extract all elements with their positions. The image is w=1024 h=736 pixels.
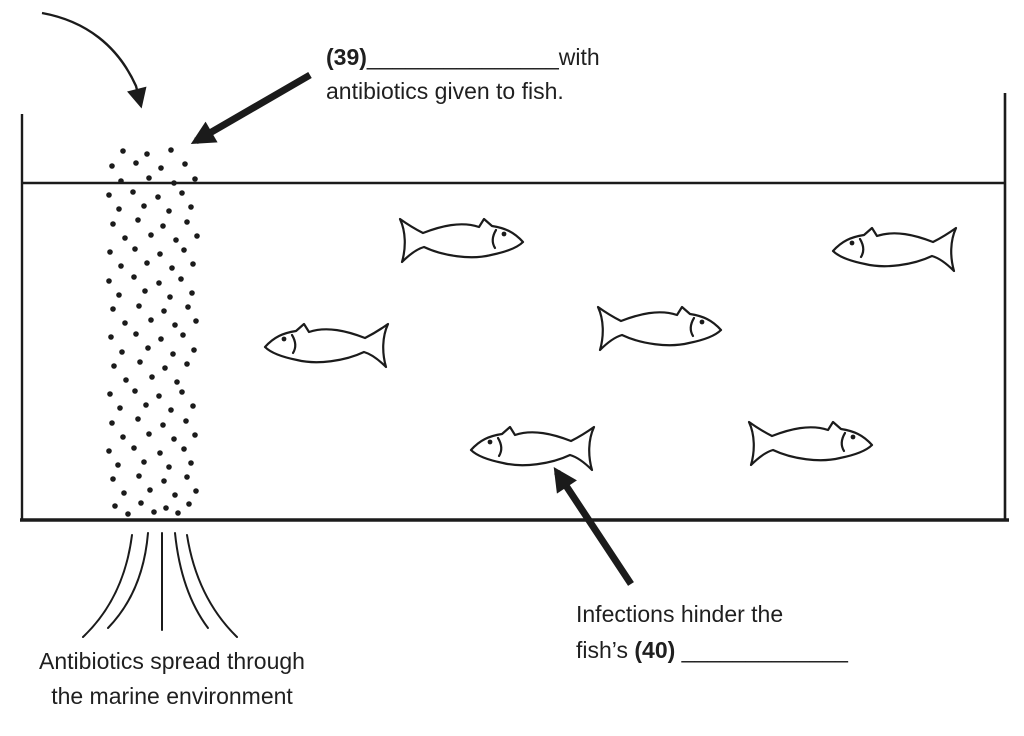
- label-39: (39)_______________with antibiotics give…: [326, 40, 600, 108]
- question-40-number: (40): [634, 637, 676, 663]
- question-39-suffix: with: [558, 44, 600, 70]
- question-39-blank: _______________: [366, 44, 559, 70]
- fish: [469, 425, 596, 472]
- label-40-line2: fish’s (40) _____________: [576, 632, 848, 668]
- fish: [398, 217, 525, 264]
- antibiotic-dots: [106, 147, 200, 517]
- label-39-line2: antibiotics given to fish.: [326, 78, 564, 104]
- fish: [596, 305, 723, 352]
- arrow-40-to-fish: [553, 466, 634, 586]
- curved-pour-arrow: [41, 11, 147, 109]
- caption-line2: the marine environment: [51, 683, 293, 709]
- spray-dispersion-lines: [82, 532, 238, 638]
- caption-antibiotics-spread: Antibiotics spread through the marine en…: [4, 644, 340, 714]
- fish: [747, 420, 874, 467]
- arrow-39-to-dots: [190, 71, 312, 145]
- label-40-line1: Infections hinder the: [576, 601, 784, 627]
- fish: [831, 226, 958, 273]
- fish: [263, 322, 390, 369]
- label-39-line1: (39)_______________with: [326, 40, 600, 74]
- question-40-prefix: fish’s: [576, 637, 635, 663]
- caption-line1: Antibiotics spread through: [39, 648, 305, 674]
- question-40-blank: _____________: [675, 637, 848, 663]
- question-39-number: (39): [326, 44, 367, 70]
- label-40: Infections hinder the fish’s (40) ______…: [576, 596, 848, 668]
